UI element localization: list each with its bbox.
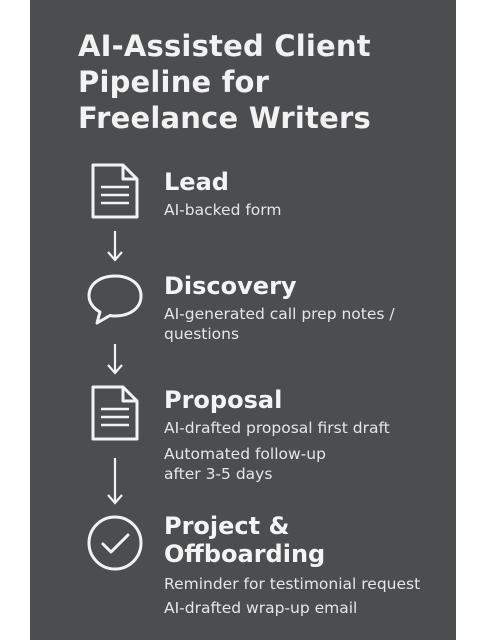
arrow-down-icon	[105, 342, 125, 376]
document-icon	[90, 162, 140, 220]
step-title-lead: Lead	[164, 168, 229, 196]
step-title-proposal: Proposal	[164, 386, 283, 414]
step-title-discovery: Discovery	[164, 272, 297, 300]
step-detail: AI-backed form	[164, 201, 282, 219]
speech-bubble-icon	[85, 272, 145, 326]
step-detail: AI-generated call prep notes / questions	[164, 305, 395, 343]
pipeline-panel: AI-Assisted Client Pipeline for Freelanc…	[30, 0, 456, 640]
diagram-title: AI-Assisted Client Pipeline for Freelanc…	[78, 29, 371, 135]
step-detail: Reminder for testimonial request	[164, 575, 421, 593]
step-detail: AI-drafted wrap-up email	[164, 599, 358, 617]
step-title-project-offboarding: Project & Offboarding	[164, 512, 326, 568]
checkmark-circle-icon	[86, 514, 144, 572]
arrow-down-icon	[105, 456, 125, 506]
step-detail: AI-drafted proposal first draft	[164, 419, 390, 437]
step-detail: Automated follow-up after 3-5 days	[164, 445, 326, 483]
document-icon	[90, 384, 140, 442]
arrow-down-icon	[105, 229, 125, 263]
